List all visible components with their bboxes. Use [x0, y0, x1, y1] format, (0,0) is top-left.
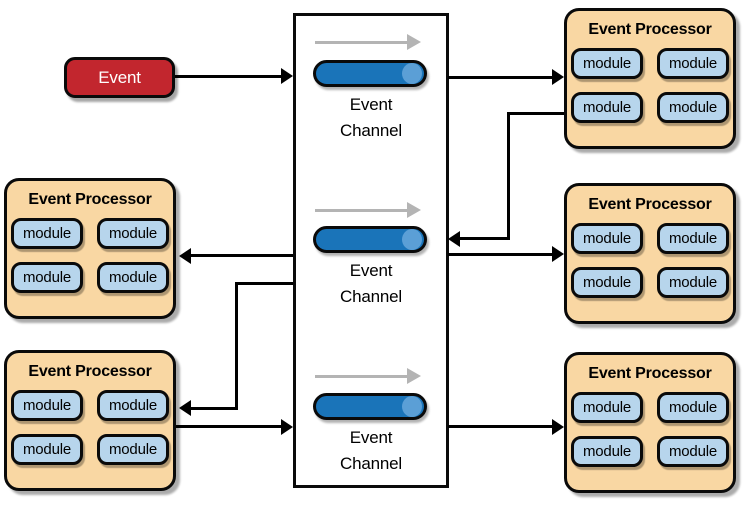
module-box: module — [97, 390, 169, 421]
module-box: module — [97, 262, 169, 293]
event-processor-title: Event Processor — [28, 363, 152, 380]
event-channel-label: Event Channel — [340, 428, 402, 474]
arrow-head — [448, 230, 460, 247]
arrow-head — [281, 418, 293, 435]
arrow-shaft — [315, 208, 407, 212]
event-channel-pipe-icon — [313, 60, 427, 87]
module-label: module — [23, 397, 71, 414]
event-processor-title: Event Processor — [588, 21, 712, 38]
module-label: module — [109, 269, 157, 286]
module-box: module — [657, 92, 729, 123]
event-processor-bottom-right: Event Processor module module module mod… — [564, 352, 736, 493]
module-label: module — [23, 225, 71, 242]
event-channel-label: Event Channel — [340, 261, 402, 307]
arrow-head — [407, 368, 421, 384]
arrow-head — [179, 247, 191, 264]
arrow-head — [281, 68, 293, 84]
module-box: module — [571, 48, 643, 79]
flow-direction-arrow — [315, 202, 421, 218]
module-box: module — [571, 392, 643, 423]
module-grid: module module module module — [7, 390, 173, 465]
arrow-segment — [448, 252, 552, 256]
module-label: module — [583, 274, 631, 291]
module-box: module — [657, 436, 729, 467]
module-label: module — [669, 443, 717, 460]
module-box: module — [11, 434, 83, 465]
module-label: module — [583, 443, 631, 460]
event-processor-top-right: Event Processor module module module mod… — [564, 8, 736, 149]
event-processor-bottom-left: Event Processor module module module mod… — [4, 350, 176, 491]
pipe-highlight — [402, 396, 422, 417]
module-grid: module module module module — [567, 392, 733, 467]
arrow-segment — [175, 74, 281, 78]
module-label: module — [669, 230, 717, 247]
arrow-segment — [507, 111, 564, 115]
event-processor-title: Event Processor — [588, 365, 712, 382]
arrow-segment — [191, 254, 293, 257]
arrow-shaft — [315, 374, 407, 378]
pipe-highlight — [402, 229, 422, 250]
arrow-segment — [460, 237, 510, 240]
module-box: module — [657, 48, 729, 79]
module-label: module — [23, 441, 71, 458]
module-label: module — [109, 397, 157, 414]
arrow-head — [407, 34, 421, 50]
module-grid: module module module module — [7, 218, 173, 293]
module-label: module — [669, 99, 717, 116]
module-label: module — [23, 269, 71, 286]
arrow-shaft — [315, 40, 407, 44]
module-label: module — [109, 441, 157, 458]
module-box: module — [657, 223, 729, 254]
event-node: Event — [64, 57, 175, 98]
arrow-segment — [507, 111, 510, 240]
event-processor-middle-left: Event Processor module module module mod… — [4, 178, 176, 319]
arrow-segment — [448, 75, 552, 79]
flow-direction-arrow — [315, 368, 421, 384]
module-box: module — [571, 223, 643, 254]
module-label: module — [583, 399, 631, 416]
event-processor-title: Event Processor — [28, 191, 152, 208]
module-label: module — [669, 55, 717, 72]
event-processor-middle-right: Event Processor module module module mod… — [564, 183, 736, 324]
event-channel-label: Event Channel — [340, 95, 402, 141]
module-box: module — [571, 436, 643, 467]
module-label: module — [583, 230, 631, 247]
flow-direction-arrow — [315, 34, 421, 50]
module-box: module — [11, 218, 83, 249]
arrow-segment — [235, 281, 293, 285]
module-box: module — [657, 392, 729, 423]
event-channel-container: Event Channel Event Channel Event Channe… — [293, 13, 449, 488]
module-label: module — [583, 99, 631, 116]
arrow-head — [552, 69, 564, 85]
arrow-head — [407, 202, 421, 218]
module-box: module — [11, 262, 83, 293]
module-label: module — [669, 399, 717, 416]
event-label: Event — [98, 67, 141, 87]
arrow-segment — [191, 406, 238, 410]
pipe-highlight — [402, 63, 422, 84]
module-box: module — [97, 218, 169, 249]
module-box: module — [11, 390, 83, 421]
arrow-segment — [235, 281, 238, 410]
module-label: module — [583, 55, 631, 72]
arrow-head — [552, 418, 564, 435]
module-grid: module module module module — [567, 223, 733, 298]
arrow-segment — [176, 425, 281, 428]
module-box: module — [571, 267, 643, 298]
module-box: module — [97, 434, 169, 465]
module-box: module — [657, 267, 729, 298]
module-grid: module module module module — [567, 48, 733, 123]
event-channel-pipe-icon — [313, 226, 427, 253]
module-label: module — [109, 225, 157, 242]
event-channel-pipe-icon — [313, 393, 427, 420]
arrow-head — [179, 400, 191, 416]
arrow-segment — [448, 425, 552, 428]
module-box: module — [571, 92, 643, 123]
event-processor-title: Event Processor — [588, 196, 712, 213]
arrow-head — [552, 246, 564, 262]
module-label: module — [669, 274, 717, 291]
